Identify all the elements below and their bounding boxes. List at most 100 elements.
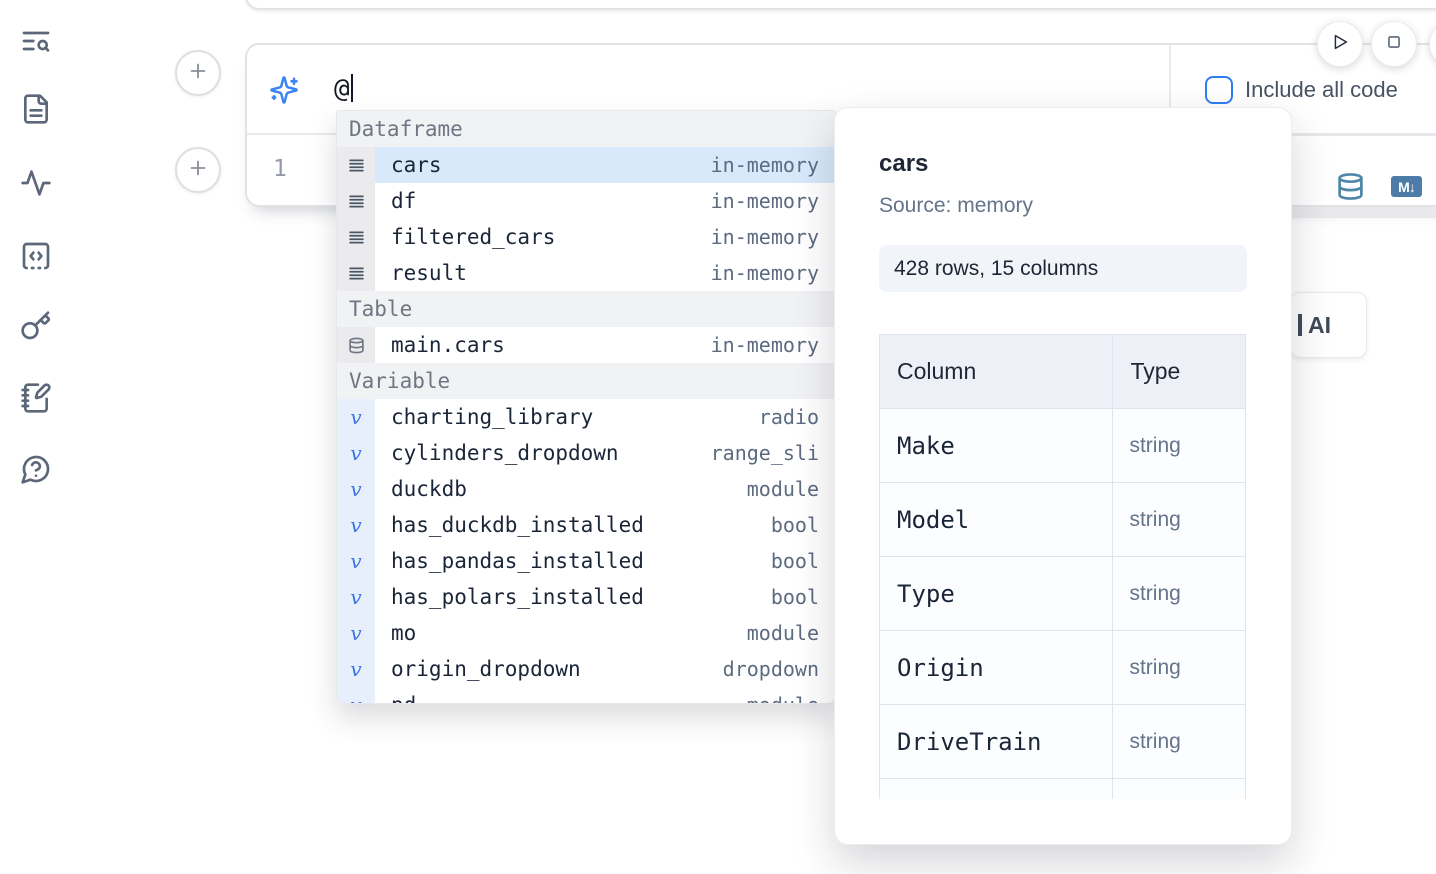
- autocomplete-item-body: duckdb module: [375, 471, 835, 507]
- variable-icon: v: [337, 687, 375, 703]
- item-type: radio: [758, 405, 819, 429]
- item-name: main.cars: [391, 333, 505, 357]
- column-name: Type: [879, 556, 1114, 631]
- item-type: bool: [770, 585, 819, 609]
- markdown-export-icon[interactable]: M↓: [1391, 176, 1422, 197]
- database-icon[interactable]: [1336, 172, 1365, 201]
- sidebar-help-chat-icon[interactable]: [20, 453, 52, 485]
- sidebar-toc-search-icon[interactable]: [20, 25, 52, 57]
- item-name: cylinders_dropdown: [391, 441, 619, 465]
- sidebar-file-text-icon[interactable]: [20, 93, 52, 125]
- autocomplete-item-body: result in-memory: [375, 255, 835, 291]
- autocomplete-item-df[interactable]: df in-memory: [337, 183, 835, 219]
- item-name: filtered_cars: [391, 225, 556, 249]
- sidebar-notebook-pen-icon[interactable]: [20, 382, 52, 414]
- item-type: range_sli: [710, 441, 819, 465]
- item-name: has_duckdb_installed: [391, 513, 644, 537]
- previous-cell-edge: [245, 0, 1436, 10]
- include-all-code-label: Include all code: [1245, 77, 1398, 102]
- schema-row-partial: [879, 778, 1246, 799]
- dataframe-icon: [337, 255, 375, 291]
- item-name: result: [391, 261, 467, 285]
- output-divider: [1292, 134, 1436, 136]
- include-all-code-checkbox[interactable]: [1205, 76, 1233, 104]
- dataframe-preview-popup: cars Source: memory 428 rows, 15 columns…: [834, 107, 1292, 845]
- variable-icon: v: [337, 543, 375, 579]
- column-type: string: [1112, 408, 1246, 483]
- autocomplete-item-body: cars in-memory: [375, 147, 835, 183]
- autocomplete-item-body: cylinders_dropdown range_sli: [375, 435, 835, 471]
- ai-button-label: AI: [1308, 311, 1331, 338]
- item-type: in-memory: [710, 153, 819, 177]
- item-name: pd: [375, 693, 416, 703]
- column-type: [1112, 778, 1246, 799]
- sidebar-code-block-icon[interactable]: [20, 240, 52, 272]
- preview-title: cars: [879, 150, 929, 177]
- schema-header-type: Type: [1112, 334, 1246, 409]
- add-cell-above-button[interactable]: [175, 50, 221, 96]
- autocomplete-item-body: pd module: [375, 687, 835, 703]
- autocomplete-section-header: Variable: [337, 363, 835, 399]
- autocomplete-item-result[interactable]: result in-memory: [337, 255, 835, 291]
- hidden-label-fragment: [1298, 314, 1302, 336]
- autocomplete-dropdown: Dataframe cars in-memory df in-memory filtere…: [336, 110, 836, 704]
- column-type: string: [1112, 556, 1246, 631]
- autocomplete-item-cars[interactable]: cars in-memory: [337, 147, 835, 183]
- code-editor[interactable]: 1: [247, 135, 1436, 205]
- column-name: Model: [879, 482, 1114, 557]
- item-name: df: [391, 189, 417, 213]
- dataframe-icon: [337, 183, 375, 219]
- column-name: [879, 778, 1114, 799]
- schema-header-column: Column: [879, 334, 1114, 409]
- text-cursor: [350, 74, 353, 102]
- divider: [1169, 45, 1171, 133]
- add-cell-below-button[interactable]: [175, 147, 221, 193]
- stop-cell-button[interactable]: [1371, 21, 1417, 67]
- item-type: module: [746, 621, 819, 645]
- sidebar-activity-icon[interactable]: [20, 167, 52, 199]
- dataframe-icon: [337, 219, 375, 255]
- ai-tab-button[interactable]: AI: [1290, 292, 1367, 358]
- item-type: module: [746, 477, 819, 501]
- item-type: module: [747, 693, 835, 703]
- stop-icon: [1383, 31, 1405, 58]
- item-name: duckdb: [391, 477, 467, 501]
- item-name: has_polars_installed: [391, 585, 644, 609]
- sidebar-key-icon[interactable]: [20, 310, 52, 342]
- autocomplete-section-header: Dataframe: [337, 111, 835, 147]
- preview-source: Source: memory: [879, 194, 1034, 217]
- variable-icon: v: [337, 507, 375, 543]
- autocomplete-item-pd[interactable]: vpd module: [337, 687, 835, 703]
- plus-icon: [187, 157, 209, 184]
- dataframe-icon: [337, 147, 375, 183]
- item-name: cars: [391, 153, 442, 177]
- item-type: in-memory: [710, 189, 819, 213]
- column-type: string: [1112, 482, 1246, 557]
- autocomplete-item-body: has_polars_installed bool: [375, 579, 835, 615]
- autocomplete-section-header: Table: [337, 291, 835, 327]
- ai-prompt-input[interactable]: @: [334, 74, 353, 104]
- item-type: in-memory: [710, 261, 819, 285]
- item-name: charting_library: [391, 405, 594, 429]
- run-cell-button[interactable]: [1317, 21, 1363, 67]
